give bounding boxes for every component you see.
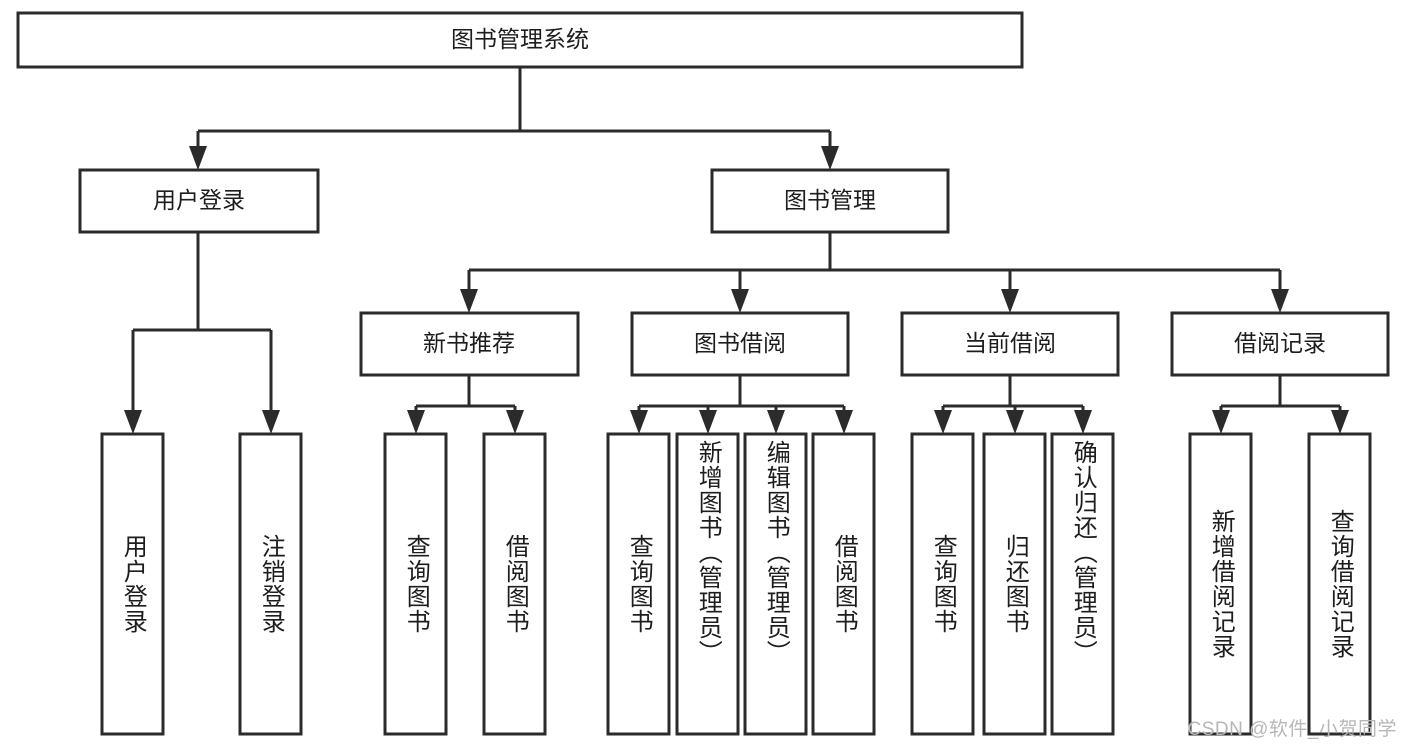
node-leaf-query-book-1-box[interactable] [383, 432, 448, 736]
node-new-book-recommend-box[interactable] [359, 311, 580, 377]
node-leaf-user-logout-box[interactable] [238, 432, 303, 736]
arrow-icon-to-leaf-borrow-book-1 [506, 410, 524, 434]
node-leaf-return-book-box[interactable] [982, 432, 1047, 736]
node-book-manage[interactable]: 图书管理 [710, 168, 950, 234]
node-leaf-add-borrow-record-box[interactable] [1188, 432, 1253, 736]
node-user-login-box[interactable] [78, 168, 320, 234]
leaf-layer [100, 432, 1372, 736]
arrow-icon-to-leaf-query-borrow-record [1331, 410, 1349, 434]
node-borrow-record[interactable]: 借阅记录 [1170, 311, 1390, 377]
arrow-icon-to-leaf-edit-book-admin [767, 410, 785, 434]
arrow-icon-to-user-login [189, 146, 207, 170]
node-borrow-record-label: 借阅记录 [1234, 330, 1326, 356]
node-leaf-query-book-2-box[interactable] [606, 432, 671, 736]
arrow-icon-to-leaf-confirm-return-admin [1074, 410, 1092, 434]
node-leaf-borrow-book-1-box[interactable] [482, 432, 547, 736]
arrow-icon-to-leaf-borrow-book-2 [835, 410, 853, 434]
node-root-label: 图书管理系统 [451, 26, 589, 52]
arrow-icon-to-book-borrow [731, 289, 749, 313]
node-book-borrow[interactable]: 图书借阅 [630, 311, 850, 377]
node-root-box[interactable] [16, 11, 1024, 69]
arrow-icon-to-leaf-add-book-admin [699, 410, 717, 434]
arrow-icon-to-new-book-recommend [460, 289, 478, 313]
node-borrow-record-box[interactable] [1170, 311, 1390, 377]
arrow-icon-to-leaf-user-logout [262, 410, 280, 434]
node-leaf-borrow-book-2-box[interactable] [811, 432, 876, 736]
arrow-icon-to-leaf-add-borrow-record [1212, 410, 1230, 434]
node-new-book-recommend[interactable]: 新书推荐 [359, 311, 580, 377]
node-book-borrow-label: 图书借阅 [694, 330, 786, 356]
node-leaf-query-book-3-box[interactable] [910, 432, 975, 736]
node-leaf-add-book-admin-box[interactable] [675, 432, 740, 736]
node-new-book-recommend-label: 新书推荐 [423, 330, 515, 356]
connector-layer [124, 67, 1349, 434]
node-book-borrow-box[interactable] [630, 311, 850, 377]
arrow-icon-to-current-borrow [1001, 289, 1019, 313]
arrow-icon-to-leaf-query-book-3 [934, 410, 952, 434]
node-book-manage-label: 图书管理 [784, 187, 876, 213]
arrow-icon-to-leaf-return-book [1006, 410, 1024, 434]
node-leaf-confirm-return-admin-box[interactable] [1050, 432, 1115, 736]
node-leaf-query-borrow-record-box[interactable] [1307, 432, 1372, 736]
node-current-borrow-label: 当前借阅 [964, 330, 1056, 356]
arrow-icon-to-leaf-query-book-1 [407, 410, 425, 434]
node-root[interactable]: 图书管理系统 [16, 11, 1024, 69]
node-user-login[interactable]: 用户登录 [78, 168, 320, 234]
node-leaf-user-login-box[interactable] [100, 432, 165, 736]
arrow-icon-to-leaf-user-login [124, 410, 142, 434]
node-leaf-edit-book-admin-box[interactable] [743, 432, 808, 736]
arrow-icon-to-leaf-query-book-2 [630, 410, 648, 434]
node-user-login-label: 用户登录 [153, 187, 245, 213]
node-book-manage-box[interactable] [710, 168, 950, 234]
node-current-borrow[interactable]: 当前借阅 [900, 311, 1120, 377]
arrow-icon-to-book-manage [821, 146, 839, 170]
arrow-icon-to-borrow-record [1271, 289, 1289, 313]
node-current-borrow-box[interactable] [900, 311, 1120, 377]
csdn-watermark: CSDN @软件_小贺同学 [1187, 719, 1397, 740]
